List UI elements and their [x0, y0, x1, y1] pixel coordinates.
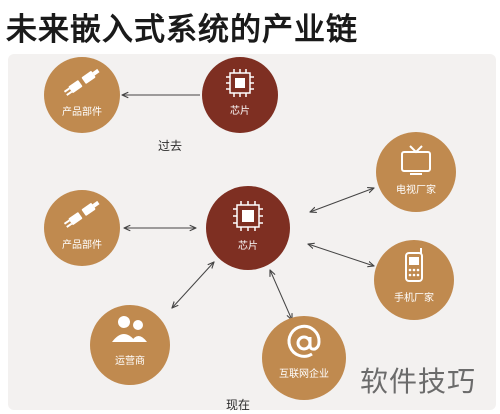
past-parts-label: 产品部件	[62, 105, 102, 118]
present-chip-node: 芯片	[206, 186, 290, 270]
tv-maker-label: 电视厂家	[396, 183, 436, 196]
tv-maker-node: 电视厂家	[376, 132, 456, 212]
diagram-title: 未来嵌入式系统的产业链	[6, 12, 358, 48]
phone-maker-node: 手机厂家	[374, 240, 454, 320]
arrow-chip-internet	[270, 270, 292, 320]
watermark: 软件技巧	[360, 365, 477, 398]
internet-company-node: 互联网企业	[262, 316, 346, 400]
arrow-chip-operator	[172, 262, 214, 308]
plug-icon	[63, 68, 100, 96]
past-parts-node: 产品部件	[44, 57, 120, 133]
phone-icon	[405, 248, 423, 282]
present-parts-node: 产品部件	[44, 190, 120, 266]
internet-company-label: 互联网企业	[279, 367, 329, 380]
present-chip-label: 芯片	[238, 239, 258, 252]
past-chip-label: 芯片	[230, 104, 250, 117]
chip-icon	[233, 201, 263, 231]
arrow-chip-tv	[310, 188, 374, 212]
past-section-label: 过去	[158, 139, 182, 153]
users-icon	[112, 316, 147, 342]
at-sign-icon	[287, 324, 321, 358]
plug-icon	[63, 200, 100, 228]
phone-maker-label: 手机厂家	[394, 291, 434, 304]
operator-label: 运营商	[115, 354, 145, 367]
chip-icon	[226, 69, 254, 97]
arrow-chip-phone	[308, 244, 374, 266]
present-parts-label: 产品部件	[62, 238, 102, 251]
operator-node: 运营商	[90, 305, 170, 385]
past-chip-node: 芯片	[202, 57, 278, 133]
present-section-label: 现在	[226, 398, 250, 412]
tv-icon	[401, 145, 431, 175]
